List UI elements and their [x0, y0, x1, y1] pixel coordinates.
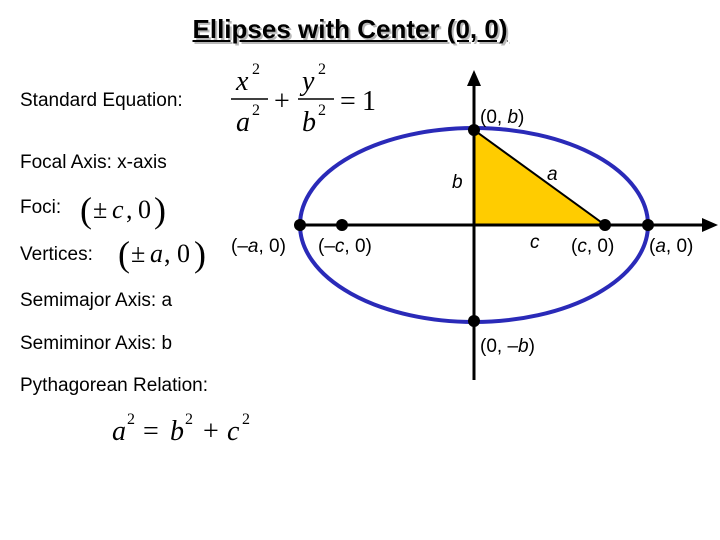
label-left-focus-var: c: [335, 236, 345, 257]
label-right-focus-var: c: [577, 236, 587, 257]
focal-axis-label: Focal Axis: x-axis: [20, 152, 167, 173]
equation-term1-denominator-exponent: 2: [252, 102, 260, 119]
equation-term2-denominator-exponent: 2: [318, 102, 326, 119]
pythagorean-c: c: [227, 416, 240, 447]
right-triangle: [473, 128, 609, 226]
y-axis-arrowhead: [467, 70, 481, 86]
label-right-focus: (c, 0): [571, 236, 614, 257]
label-top-covertex: (0, b): [480, 107, 524, 128]
standard-equation-label: Standard Equation:: [20, 90, 183, 111]
point-left-focus: [336, 219, 348, 231]
foci-label: Foci:: [20, 197, 62, 218]
equation-term1-numerator-exponent: 2: [252, 61, 260, 78]
vertices-open-paren: (: [118, 234, 130, 274]
label-right-vertex: (a, 0): [649, 236, 693, 257]
foci-formula: ( ± c , 0 ): [80, 190, 166, 230]
equation-equals: =: [340, 86, 356, 117]
equation-plus: +: [274, 86, 290, 117]
label-left-focus: (–c, 0): [318, 236, 372, 257]
triangle-label-b: b: [452, 172, 463, 193]
label-right-vertex-var: a: [655, 236, 666, 257]
label-top-var: b: [507, 107, 518, 128]
foci-open-paren: (: [80, 190, 92, 230]
pythagorean-a-exponent: 2: [127, 411, 135, 428]
label-bottom-covertex: (0, –b): [480, 336, 535, 357]
foci-comma: ,: [126, 195, 133, 224]
pythagorean-c-exponent: 2: [242, 411, 250, 428]
label-left-vertex-var: a: [248, 236, 259, 257]
vertices-formula: ( ± a , 0 ): [118, 234, 206, 274]
vertices-variable: a: [150, 239, 163, 268]
point-right-focus: [599, 219, 611, 231]
vertices-zero: 0: [177, 239, 190, 268]
pythagorean-equals: =: [143, 416, 159, 447]
equation-term2-numerator-exponent: 2: [318, 61, 326, 78]
point-right-vertex: [642, 219, 654, 231]
pythagorean-b-exponent: 2: [185, 411, 193, 428]
vertices-plus-minus: ±: [131, 239, 145, 268]
pythagorean-relation-label: Pythagorean Relation:: [20, 375, 209, 396]
equation-rhs: 1: [362, 86, 376, 117]
equation-term2-numerator: y: [299, 66, 315, 97]
standard-equation-formula: x 2 a 2 + y 2 b 2 = 1: [231, 61, 376, 138]
foci-close-paren: ): [154, 190, 166, 230]
semiminor-axis-label: Semiminor Axis: b: [20, 333, 173, 354]
foci-variable: c: [112, 195, 124, 224]
point-top-covertex: [468, 124, 480, 136]
vertices-comma: ,: [164, 239, 171, 268]
equation-term1-numerator: x: [235, 66, 249, 97]
foci-plus-minus: ±: [93, 195, 107, 224]
label-left-vertex: (–a, 0): [231, 236, 286, 257]
x-axis-arrowhead: [702, 218, 718, 232]
point-bottom-covertex: [468, 315, 480, 327]
pythagorean-plus: +: [203, 416, 219, 447]
page-title: Ellipses with Center (0, 0): [192, 14, 508, 44]
foci-zero: 0: [138, 195, 151, 224]
triangle-label-c: c: [530, 232, 540, 253]
pythagorean-formula: a 2 = b 2 + c 2: [112, 411, 250, 447]
vertices-close-paren: ): [194, 234, 206, 274]
triangle-label-a: a: [547, 164, 558, 185]
equation-term2-denominator: b: [302, 107, 316, 138]
pythagorean-a: a: [112, 416, 126, 447]
equation-term1-denominator: a: [236, 107, 250, 138]
semimajor-axis-label: Semimajor Axis: a: [20, 290, 173, 311]
pythagorean-b: b: [170, 416, 184, 447]
vertices-label: Vertices:: [20, 244, 93, 265]
label-bottom-var: b: [518, 336, 529, 357]
point-left-vertex: [294, 219, 306, 231]
